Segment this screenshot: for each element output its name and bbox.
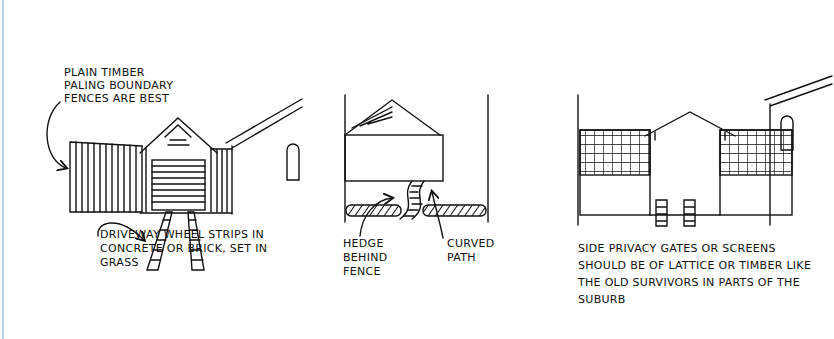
annotation-label: DRIVEWAY WHEEL STRIPS IN CONCRETE OR BRI… (100, 228, 300, 270)
annotation-label: CURVED PATH (447, 237, 523, 265)
margin-rule (2, 0, 4, 339)
annotation-label: HEDGE BEHIND FENCE (343, 237, 423, 279)
path-sketch (345, 95, 488, 238)
garage-sketch (47, 99, 302, 270)
annotation-label: SIDE PRIVACY GATES OR SCREENS SHOULD BE … (578, 240, 826, 308)
gates-sketch (578, 76, 832, 226)
annotation-label: PLAIN TIMBER PALING BOUNDARY FENCES ARE … (64, 66, 186, 105)
